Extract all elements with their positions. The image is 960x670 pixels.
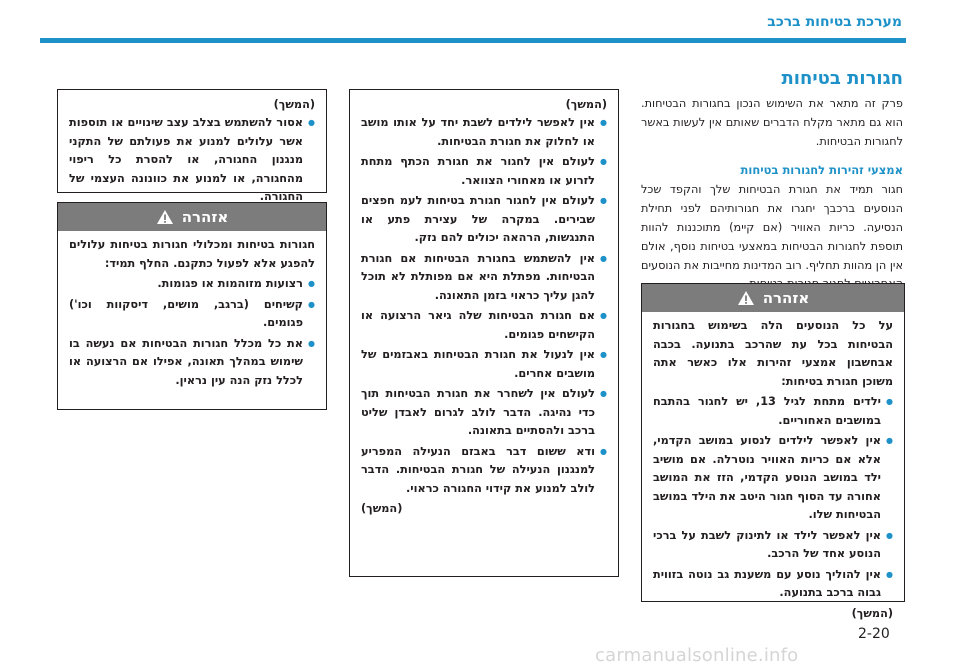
main-paragraph: חגור תמיד את חגורת הבטיחות שלך והקפד שכל…	[641, 183, 903, 290]
warning-body: על כל הנוסעים הלה בשימוש בחגורות הבטיחות…	[642, 312, 904, 631]
warning-triangle-icon	[156, 210, 173, 224]
warning-item: אסור להשתמש בצלב עצב שינויים או תוספות א…	[69, 114, 315, 207]
warning-body: חגורות בטיחות ומכלולי חגורות בטיחות עלול…	[58, 231, 326, 400]
warning-header: אזהרה	[58, 203, 326, 231]
section-title: חגורות בטיחות	[781, 68, 903, 89]
warning-triangle-icon	[737, 291, 754, 305]
warning-heading: אזהרה	[181, 208, 229, 226]
warning-item: אין לנעול את חגורת הבטיחות באבזמים של מו…	[361, 346, 607, 383]
warning-item: לעולם אין לחגור את חגורת הכתף מתחת לזרוע…	[361, 153, 607, 190]
warning-box-left: אזהרה חגורות בטיחות ומכלולי חגורות בטיחו…	[57, 202, 327, 410]
warning-item: את כל מכלל חגורות הבטיחות אם נעשה בו שימ…	[69, 335, 315, 391]
warning-item: אין לאפשר לילד או לתינוק לשבת על ברכי הנ…	[653, 527, 893, 564]
warning-item: ילדים מתחת לגיל 13, יש לחגור בהתבח במושב…	[653, 393, 893, 430]
page-number: 2-20	[858, 626, 890, 642]
subheading: אמצעי זהירות לחגורות בטיחות	[740, 163, 903, 178]
continued-label-top: (המשך)	[273, 98, 315, 111]
column-right: חגורות בטיחות פרק זה מתאר את השימוש הנכו…	[641, 67, 903, 294]
warning-item: לעולם אין לחגור חגורת בטיחות לעמ חפצים ש…	[361, 192, 607, 248]
warning-item: לעולם אין לשחרר את חגורת הבטיחות תוך כדי…	[361, 385, 607, 441]
warning-box-right: אזהרה על כל הנוסעים הלה בשימוש בחגורות ה…	[641, 283, 905, 620]
continued-label-bottom: (המשך)	[361, 502, 403, 515]
warning-header: אזהרה	[642, 284, 904, 312]
continued-label-top: (המשך)	[565, 98, 607, 111]
warning-item: ודא ששום דבר באבזם הנעילה המפריע למנגנון…	[361, 443, 607, 499]
warning-item: רצועות מזוהמות או פגומות.	[69, 275, 315, 294]
warning-item: אין לאפשר לילדים לנסוע במושב הקדמי, אלא …	[653, 432, 893, 525]
intro-paragraph: פרק זה מתאר את השימוש הנכון בחגורות הבטי…	[641, 97, 903, 148]
continuation-box-left: (המשך) אסור להשתמש בצלב עצב שינויים או ת…	[57, 89, 327, 203]
watermark: carmanualsonline.info	[595, 645, 799, 666]
warning-item: אין לאפשר לילדים לשבת יחד על אותו מושב א…	[361, 114, 607, 151]
warning-intro: חגורות בטיחות ומכלולי חגורות בטיחות עלול…	[69, 238, 315, 270]
warning-item: אם חגורת הבטיחות שלה גיאר הרצועה או הקיש…	[361, 307, 607, 344]
continued-label: (המשך)	[851, 606, 893, 620]
continuation-body: (המשך) אסור להשתמש בצלב עצב שינויים או ת…	[58, 90, 326, 217]
middle-body: (המשך) אין לאפשר לילדים לשבת יחד על אותו…	[350, 90, 618, 526]
warning-box-middle: (המשך) אין לאפשר לילדים לשבת יחד על אותו…	[349, 89, 619, 577]
warning-heading: אזהרה	[762, 289, 810, 307]
header-rule	[40, 38, 906, 43]
warning-intro: על כל הנוסעים הלה בשימוש בחגורות הבטיחות…	[653, 319, 893, 388]
warning-item: קשיחים (ברגב, מושים, דיסקוות וכו') פגומי…	[69, 296, 315, 333]
warning-item: אין להוליך נוסע עם משענת גב נוטה בזווית …	[653, 566, 893, 603]
header-title: מערכת בטיחות ברכב	[767, 14, 902, 30]
warning-item: אין להשתמש בחגורת הבטיחות אם חגורת הבטיח…	[361, 250, 607, 306]
